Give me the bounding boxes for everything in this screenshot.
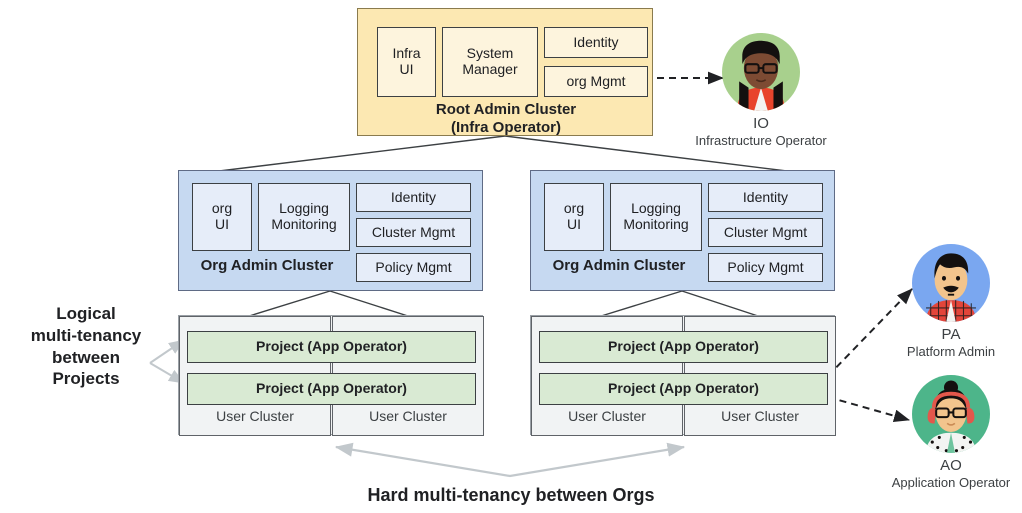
logical-multitenancy-label: Logical multi-tenancy between Projects <box>30 304 142 389</box>
org-admin-cluster-1-title: Org Admin Cluster <box>200 257 334 274</box>
persona-ao-abbr: AO <box>940 457 962 474</box>
org1-cell-policy-mgmt[interactable]: Policy Mgmt <box>356 253 471 282</box>
root-admin-cluster[interactable]: Infra UI System Manager Identity org Mgm… <box>357 8 653 136</box>
project-1a[interactable]: Project (App Operator) <box>187 331 476 363</box>
org2-cell-org-ui[interactable]: org UI <box>544 183 604 251</box>
org2-cell-logging-monitoring[interactable]: Logging Monitoring <box>610 183 702 251</box>
user-cluster-group-1: User Cluster User Cluster Project (App O… <box>178 315 484 436</box>
org1-cell-identity[interactable]: Identity <box>356 183 471 212</box>
root-admin-cluster-title: Root Admin Cluster (Infra Operator) <box>358 101 654 137</box>
project-2a[interactable]: Project (App Operator) <box>539 331 828 363</box>
persona-pa-abbr: PA <box>941 326 961 343</box>
org-admin-cluster-2-title: Org Admin Cluster <box>552 257 686 274</box>
application-operator-avatar-icon <box>912 375 990 453</box>
hard-multitenancy-label: Hard multi-tenancy between Orgs <box>367 485 655 505</box>
root-admin-cluster-title-line2: (Infra Operator) <box>450 119 561 136</box>
org-to-usercluster-connectors-right <box>597 290 762 318</box>
root-cell-identity[interactable]: Identity <box>544 27 648 58</box>
org-admin-cluster-2[interactable]: org UI Logging Monitoring Identity Clust… <box>530 170 835 291</box>
platform-admin-avatar-icon <box>912 244 990 322</box>
org2-cell-policy-mgmt[interactable]: Policy Mgmt <box>708 253 823 282</box>
persona-pa: PA Platform Admin <box>871 244 1022 359</box>
persona-io: IO Infrastructure Operator <box>681 33 841 148</box>
org1-cell-logging-monitoring[interactable]: Logging Monitoring <box>258 183 350 251</box>
root-admin-cluster-title-line1: Root Admin Cluster <box>435 101 577 118</box>
project-1b[interactable]: Project (App Operator) <box>187 373 476 405</box>
persona-io-abbr: IO <box>753 115 769 132</box>
project-2b[interactable]: Project (App Operator) <box>539 373 828 405</box>
org2-cell-identity[interactable]: Identity <box>708 183 823 212</box>
org2-cell-cluster-mgmt[interactable]: Cluster Mgmt <box>708 218 823 247</box>
root-cell-org-mgmt[interactable]: org Mgmt <box>544 66 648 97</box>
persona-ao-name: Application Operator <box>891 475 1011 490</box>
persona-ao: AO Application Operator <box>871 375 1022 490</box>
root-cell-system-manager[interactable]: System Manager <box>442 27 538 97</box>
org1-cell-cluster-mgmt[interactable]: Cluster Mgmt <box>356 218 471 247</box>
org-to-usercluster-connectors-left <box>245 290 412 318</box>
persona-io-name: Infrastructure Operator <box>695 133 827 148</box>
root-cell-infra-ui[interactable]: Infra UI <box>377 27 436 97</box>
org1-cell-org-ui[interactable]: org UI <box>192 183 252 251</box>
org-admin-cluster-1[interactable]: org UI Logging Monitoring Identity Clust… <box>178 170 483 291</box>
infrastructure-operator-avatar-icon <box>722 33 800 111</box>
hard-tenancy-arrow <box>334 442 686 478</box>
user-cluster-group-2: User Cluster User Cluster Project (App O… <box>530 315 836 436</box>
persona-pa-name: Platform Admin <box>906 344 996 359</box>
